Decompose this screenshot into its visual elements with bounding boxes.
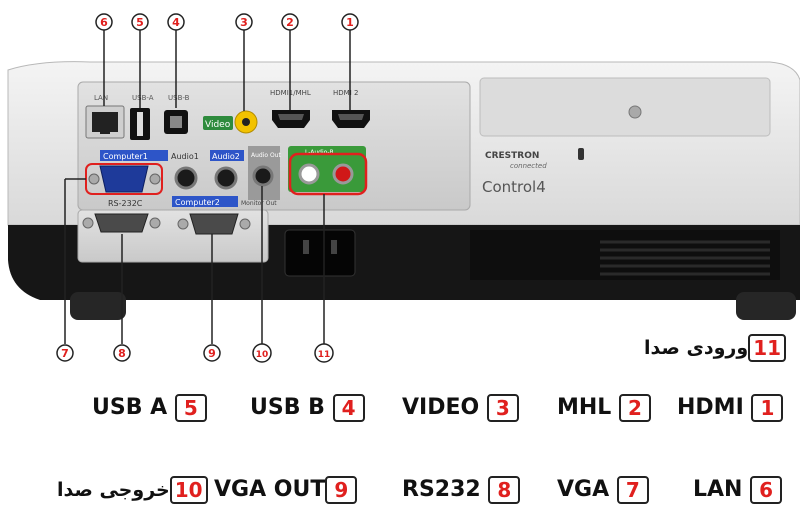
power-inlet <box>284 229 356 277</box>
audio-in-highlight <box>288 152 368 196</box>
legend-text-2: MHL <box>557 395 612 420</box>
callout-lines <box>64 30 351 344</box>
legend-number-8: 8 <box>488 476 521 504</box>
callout-5: 5 <box>131 13 149 31</box>
rs232c-port <box>94 213 149 233</box>
callout-10: 10 <box>252 343 272 363</box>
computer1-label: Computer1 <box>103 152 148 161</box>
crestron-logo: CRESTRON <box>485 151 539 161</box>
legend-number-11: 11 <box>748 334 787 362</box>
svg-text:7: 7 <box>61 347 69 360</box>
legend-text-6: LAN <box>693 477 743 502</box>
monitor-out-label: Monitor Out <box>241 200 277 207</box>
l-audio-r-label: L-Audio-R <box>305 149 334 156</box>
legend-text-4: USB B <box>250 395 325 420</box>
audio-l-jack <box>298 163 320 185</box>
legend-number-9: 9 <box>325 476 358 504</box>
legend-item-4: USB B 4 <box>250 394 365 422</box>
svg-text:4: 4 <box>172 16 180 29</box>
audio1-label: Audio1 <box>171 152 199 161</box>
legend-number-7: 7 <box>616 476 649 504</box>
cover-screw <box>628 105 642 119</box>
legend-text-10: خروجی صدا <box>57 479 170 501</box>
callout-7: 7 <box>56 344 74 362</box>
callout-8: 8 <box>113 344 131 362</box>
usb-b-label: USB-B <box>168 94 190 102</box>
legend-item-11: 11ورودی صدا <box>644 334 787 362</box>
usb-a-label: USB-A <box>132 94 154 102</box>
svg-text:5: 5 <box>136 16 144 29</box>
svg-text:8: 8 <box>118 347 126 360</box>
legend-item-1: HDMI 1 <box>677 394 784 422</box>
audio2-jack <box>214 166 238 190</box>
lan-label: LAN <box>94 94 108 102</box>
legend-text-11: ورودی صدا <box>644 337 749 359</box>
callout-11: 11 <box>314 343 334 363</box>
legend-text-7: VGA <box>557 477 610 502</box>
computer1-vga-port <box>99 165 149 193</box>
legend-number-3: 3 <box>486 394 519 422</box>
svg-text:3: 3 <box>240 16 248 29</box>
legend-number-1: 1 <box>751 394 784 422</box>
legend-text-8: RS232 <box>402 477 481 502</box>
video-label: Video <box>205 120 231 130</box>
callout-6: 6 <box>95 13 113 31</box>
legend-text-3: VIDEO <box>402 395 480 420</box>
legend-item-8: RS232 8 <box>402 476 521 504</box>
svg-text:6: 6 <box>100 16 108 29</box>
legend-text-5: USB A <box>92 395 168 420</box>
hdmi2-label: HDMI 2 <box>333 89 358 97</box>
vent-grille <box>600 240 770 276</box>
svg-text:9: 9 <box>208 347 216 360</box>
callout-1: 1 <box>341 13 359 31</box>
svg-text:1: 1 <box>346 16 354 29</box>
callout-markers: 6 5 4 3 2 1 7 8 9 10 11 <box>56 13 359 363</box>
computer2-label: Computer2 <box>175 198 220 207</box>
right-foot <box>736 292 796 320</box>
legend-number-6: 6 <box>750 476 783 504</box>
audio-r-jack <box>332 163 354 185</box>
computer2-vga-port <box>189 213 239 235</box>
legend-number-5: 5 <box>174 394 207 422</box>
control4-logo: Control4 <box>482 178 546 196</box>
legend-item-5: USB A 5 <box>92 394 207 422</box>
svg-text:2: 2 <box>286 16 294 29</box>
legend-item-2: MHL 2 <box>557 394 651 422</box>
callout-9: 9 <box>203 344 221 362</box>
audio-out-label: Audio Out <box>251 152 281 159</box>
rs232c-label: RS-232C <box>108 199 143 208</box>
legend-number-4: 4 <box>332 394 365 422</box>
kensington-slot <box>578 148 584 160</box>
audio1-jack <box>174 166 198 190</box>
callout-4: 4 <box>167 13 185 31</box>
callout-2: 2 <box>281 13 299 31</box>
legend-item-7: VGA 7 <box>557 476 649 504</box>
legend-text-1: HDMI <box>677 395 744 420</box>
legend-number-2: 2 <box>619 394 651 422</box>
left-foot <box>70 292 126 320</box>
legend-item-3: VIDEO 3 <box>402 394 519 422</box>
audio-out-jack <box>252 165 274 187</box>
svg-text:11: 11 <box>318 350 331 360</box>
audio2-label: Audio2 <box>212 152 240 161</box>
legend-text-9: VGA OUT <box>214 477 326 502</box>
legend-item-6: LAN 6 <box>693 476 783 504</box>
crestron-sub: connected <box>510 162 547 170</box>
legend-number-10: 10 <box>169 476 208 504</box>
cover-panel <box>479 77 771 137</box>
callout-3: 3 <box>235 13 253 31</box>
svg-text:10: 10 <box>256 350 269 360</box>
